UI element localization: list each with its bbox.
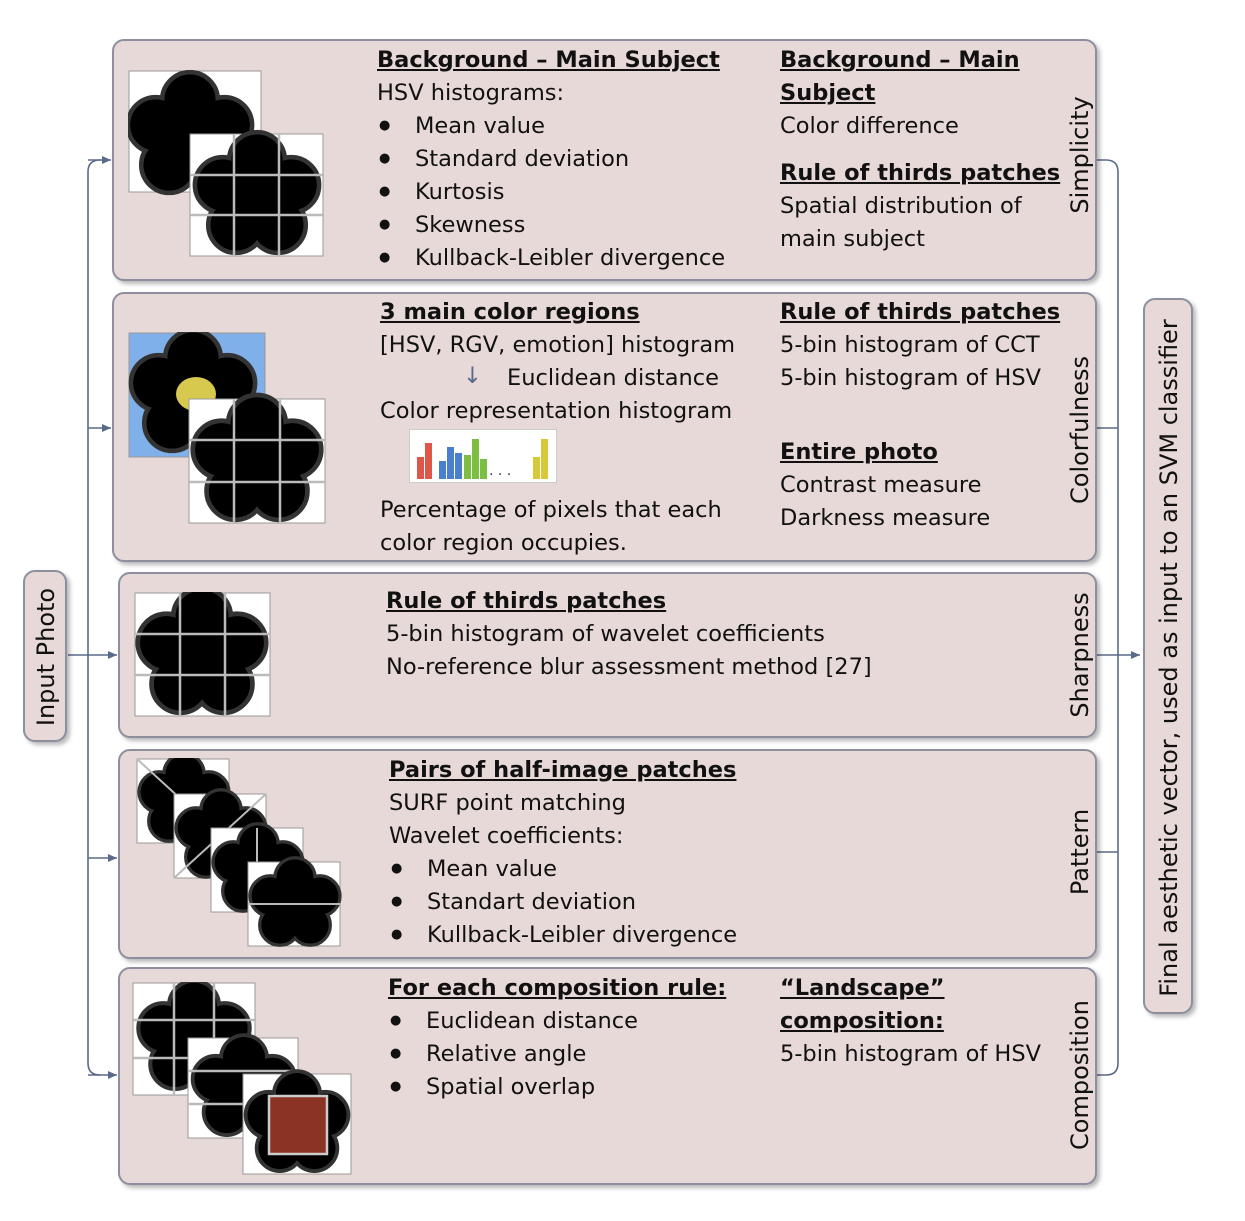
- histogram-bar-green-2: [472, 439, 479, 479]
- rule-of-thirds-grid-image: [189, 132, 324, 257]
- color-histogram-image: . . .: [409, 429, 557, 483]
- composition-thumbnail: [132, 982, 352, 1175]
- histogram-ellipsis: . . .: [489, 463, 511, 479]
- simplicity-spatial-line2: main subject: [780, 226, 925, 252]
- input-photo-label: Input Photo: [32, 587, 60, 727]
- sharpness-label: Sharpness: [1066, 592, 1094, 718]
- colorfulness-hsv: 5-bin histogram of HSV: [780, 365, 1042, 391]
- sharpness-wavelet: 5-bin histogram of wavelet coefficients: [386, 621, 825, 647]
- simplicity-bullet-2: Standard deviation: [377, 142, 725, 176]
- histogram-bar-blue-1: [439, 461, 446, 479]
- colorfulness-col2: Rule of thirds patches 5-bin histogram o…: [780, 296, 1060, 535]
- pattern-surf: SURF point matching: [389, 790, 626, 816]
- output-vector-label: Final aesthetic vector, used as input to…: [1155, 319, 1183, 997]
- simplicity-spatial-line1: Spatial distribution of: [780, 193, 1022, 219]
- colorfulness-euclid: Euclidean distance: [507, 365, 720, 391]
- colorfulness-darkness: Darkness measure: [780, 505, 991, 531]
- composition-header2-line1: “Landscape”: [780, 975, 945, 1001]
- half-patch-image-4: [247, 856, 342, 947]
- pattern-col1: Pairs of half-image patches SURF point m…: [389, 754, 737, 952]
- histogram-bar-yellow-2: [541, 439, 548, 479]
- simplicity-bullet-1: Mean value: [377, 109, 725, 143]
- composition-col1: For each composition rule: Euclidean dis…: [388, 972, 726, 1104]
- colorfulness-percent-line2: color region occupies.: [380, 530, 627, 556]
- colorfulness-contrast: Contrast measure: [780, 472, 982, 498]
- composition-bullet-3: Spatial overlap: [388, 1070, 726, 1104]
- simplicity-line-hsv: HSV histograms:: [377, 80, 565, 106]
- simplicity-header2-line2: Subject: [780, 80, 876, 106]
- sharpness-header: Rule of thirds patches: [386, 588, 667, 614]
- main-subject-square: [267, 1094, 329, 1156]
- simplicity-col1: Background – Main Subject HSV histograms…: [377, 44, 725, 275]
- pattern-bullet-2: Standart deviation: [389, 885, 737, 919]
- simplicity-bullet-4: Skewness: [377, 208, 725, 242]
- histogram-bar-green-1: [464, 455, 471, 479]
- rule-of-thirds-grid-image: [134, 592, 271, 717]
- simplicity-bullet-5: Kullback-Leibler divergence: [377, 241, 725, 275]
- histogram-bar-red-1: [417, 457, 424, 479]
- simplicity-header-thirds: Rule of thirds patches: [780, 160, 1061, 186]
- simplicity-label: Simplicity: [1066, 96, 1094, 214]
- simplicity-thumbnail: [128, 70, 324, 257]
- histogram-bar-yellow-1: [533, 457, 540, 479]
- colorfulness-thumbnail: [128, 332, 326, 524]
- sharpness-blur: No-reference blur assessment method [27]: [386, 654, 872, 680]
- composition-header: For each composition rule:: [388, 975, 727, 1001]
- simplicity-color-diff: Color difference: [780, 113, 959, 139]
- output-vector-box: Final aesthetic vector, used as input to…: [1143, 298, 1193, 1014]
- pattern-wavelet: Wavelet coefficients:: [389, 823, 624, 849]
- simplicity-col2: Background – Main Subject Color differen…: [780, 44, 1060, 256]
- composition-hsv: 5-bin histogram of HSV: [780, 1041, 1042, 1067]
- colorfulness-header-entire: Entire photo: [780, 439, 938, 465]
- sharpness-thumbnail: [134, 592, 271, 717]
- composition-bullet-1: Euclidean distance: [388, 1004, 726, 1038]
- colorfulness-cct: 5-bin histogram of CCT: [780, 332, 1040, 358]
- colorfulness-header-regions: 3 main color regions: [380, 299, 640, 325]
- input-photo-box: Input Photo: [23, 570, 67, 742]
- histogram-bar-blue-2: [447, 447, 454, 479]
- colorfulness-label: Colorfulness: [1066, 356, 1094, 504]
- histogram-bar-blue-3: [455, 453, 462, 479]
- pattern-bullet-1: Mean value: [389, 852, 737, 886]
- colorfulness-euclid-row: ↓ Euclidean distance: [380, 362, 735, 395]
- colorfulness-percent-line1: Percentage of pixels that each: [380, 497, 722, 523]
- sharpness-col1: Rule of thirds patches 5-bin histogram o…: [386, 585, 872, 684]
- simplicity-bullet-3: Kurtosis: [377, 175, 725, 209]
- histogram-bar-green-3: [480, 459, 487, 479]
- composition-header2-line2: composition:: [780, 1008, 944, 1034]
- colorfulness-col1: 3 main color regions [HSV, RGV, emotion]…: [380, 296, 735, 560]
- simplicity-header2-line1: Background – Main: [780, 47, 1020, 73]
- pattern-header: Pairs of half-image patches: [389, 757, 737, 783]
- rule-of-thirds-grid-image: [188, 395, 326, 524]
- pattern-label: Pattern: [1066, 808, 1094, 896]
- composition-bullet-2: Relative angle: [388, 1037, 726, 1071]
- histogram-bar-red-2: [425, 443, 432, 479]
- composition-col2: “Landscape” composition: 5-bin histogram…: [780, 972, 1041, 1071]
- colorfulness-color-rep: Color representation histogram: [380, 398, 733, 424]
- pattern-thumbnail: [136, 758, 342, 947]
- simplicity-header-bg-main: Background – Main Subject: [377, 47, 720, 73]
- composition-label: Composition: [1066, 1000, 1094, 1150]
- sharpness-panel: [118, 572, 1097, 738]
- colorfulness-line-histogram: [HSV, RGV, emotion] histogram: [380, 332, 736, 358]
- pattern-bullet-3: Kullback-Leibler divergence: [389, 918, 737, 952]
- composition-landscape-image: [242, 1069, 352, 1175]
- colorfulness-header-thirds: Rule of thirds patches: [780, 299, 1061, 325]
- down-arrow-icon: ↓: [463, 363, 482, 389]
